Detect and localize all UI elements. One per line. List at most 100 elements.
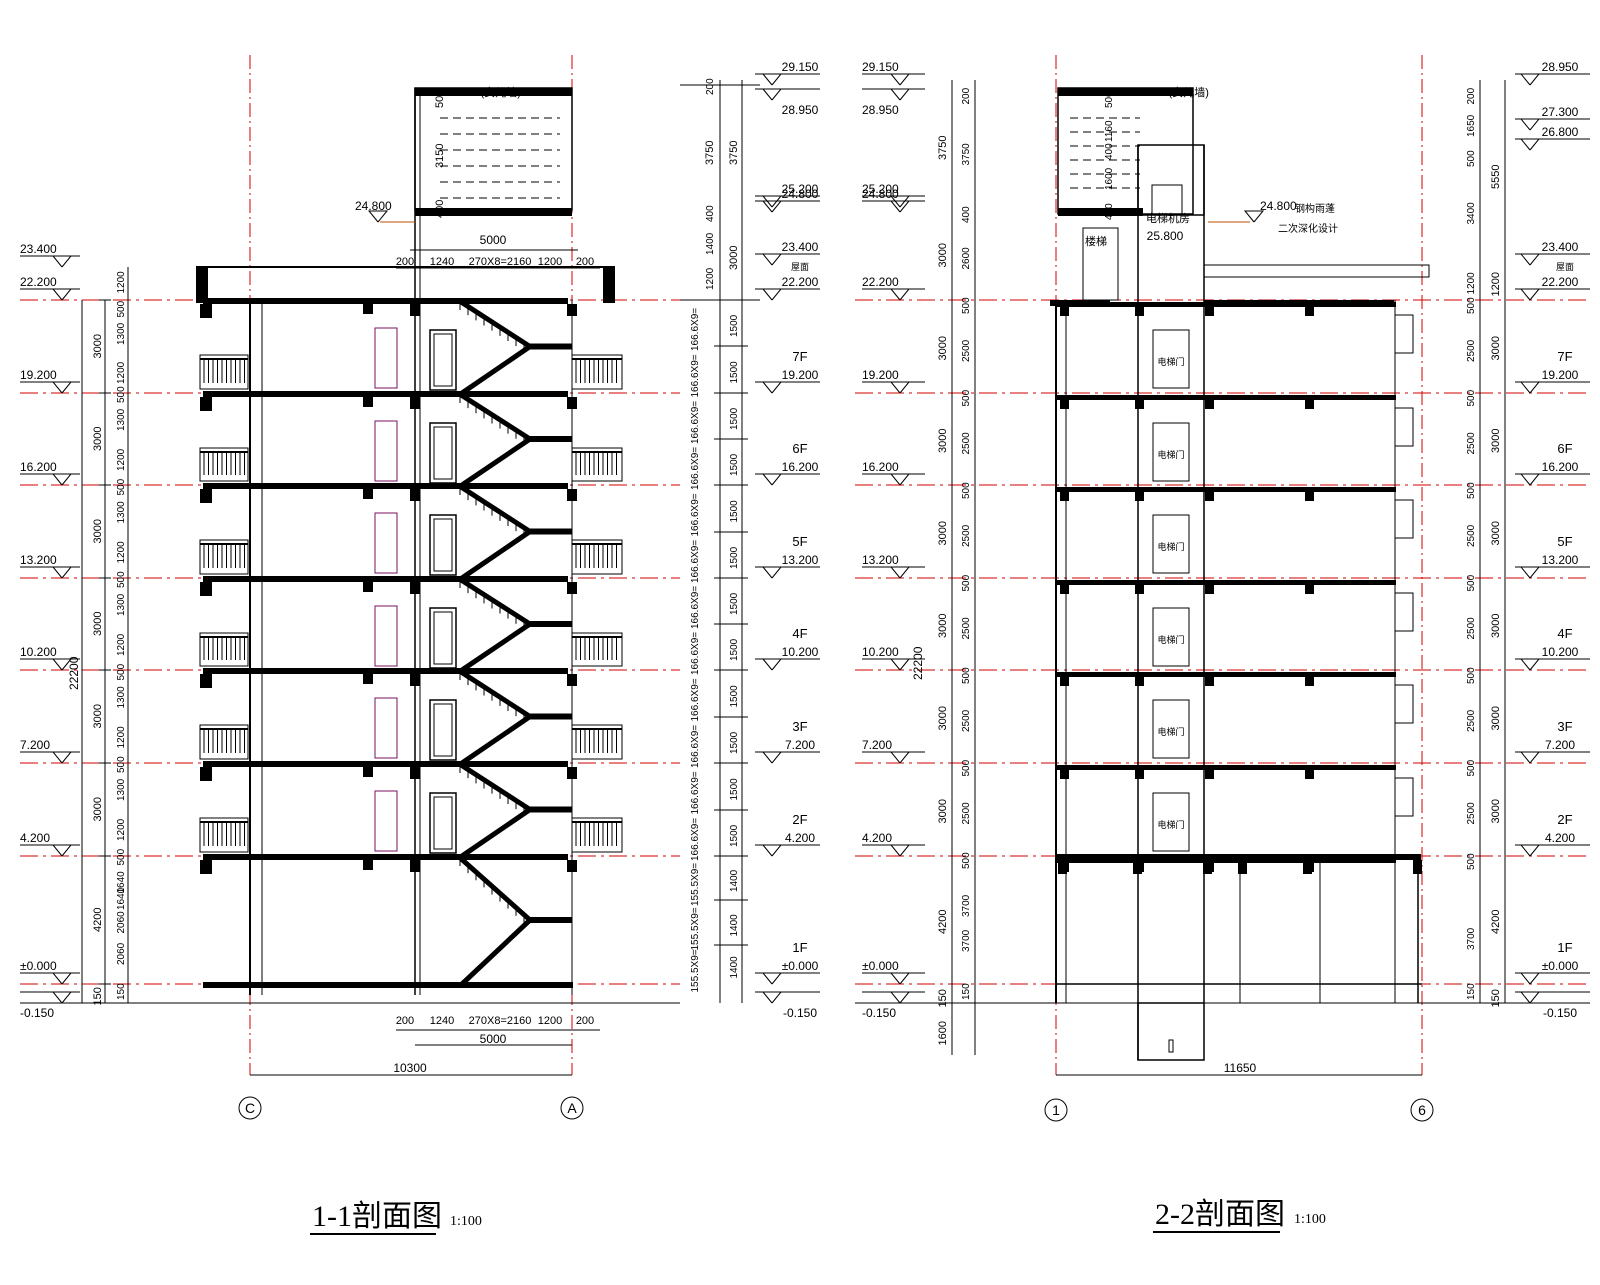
level-text-501: ±0.000 [782,959,819,973]
dim-text-416: 3750 [728,141,740,165]
entry-door-inner-135 [433,518,453,572]
stair-landing-271 [530,713,572,720]
dim-text-448: 166.6X9= [690,771,701,814]
level-mark-icon-545 [1243,210,1265,223]
level-mark-icon-642 [889,288,911,301]
grid-label-331: A [567,1100,577,1116]
dim-text-427: 166.6X9= [690,447,701,490]
level-mark-icon-654 [889,658,911,671]
dim-text-505: 屋面 [791,262,809,272]
dim-text-414: 1400 [705,232,716,255]
dim-text-460: 155.5X9= [690,949,701,992]
beam-mid-50 [363,860,373,870]
floor-slab-592 [1056,672,1396,677]
dim-text-368: 3000 [92,519,104,543]
dim-text-382: 1200 [116,271,127,294]
dim-text-313: 200 [396,256,414,268]
dim-text-683: 200 [961,87,972,104]
dim-text-688: 2500 [961,339,972,362]
unit-door-187 [374,697,398,759]
balcony-right-94 [571,447,623,482]
level-text-486: 16.200 [782,460,819,474]
beam-c-49 [200,860,212,874]
grid-label-627: 1 [1052,1102,1060,1118]
dim-text-724: 150 [1466,983,1477,1000]
beam-562 [1135,304,1144,316]
level-mark-icon-344 [51,566,73,579]
dim-text-681: 1600 [937,1021,949,1045]
dim-text-454: 155.5X9= [690,863,701,906]
dim-text-723: 3700 [1466,927,1477,950]
level-mark-icon-765 [1519,844,1541,857]
level-mark-icon-493 [761,751,783,764]
beam-c-39 [200,674,212,688]
level-text-638: 25.200 [862,182,899,196]
level-mark-icon-356 [51,972,73,985]
dim-text-679: 4200 [937,910,949,934]
floor-label-775: 7F [1557,349,1572,364]
dim-text-415: 1200 [705,267,716,290]
beam-c-24 [200,397,212,411]
entry-door-inner-162 [433,611,453,665]
level-text-483: 19.200 [782,368,819,382]
dim-text-325: 5000 [480,1032,507,1046]
level-text-343: 16.200 [20,460,57,474]
beam-stair-46 [410,767,420,779]
level-text-653: 13.200 [862,553,899,567]
side-window-591 [1394,592,1414,632]
dim-text-421: 166.6X9= [690,354,701,397]
level-text-641: 24.800 [862,187,899,201]
beam-stair-26 [410,397,420,409]
beam-564 [1305,304,1314,316]
beam-a-32 [567,489,577,501]
dim-text-708: 3400 [1466,202,1477,225]
dim-text-715: 2500 [1466,524,1477,547]
beam-617 [1238,860,1247,874]
elevator-door-573 [1152,422,1190,482]
dim-text-698: 2500 [961,802,972,825]
level-text-743: 26.800 [1542,125,1579,139]
dim-text-315: 270X8=2160 [469,256,532,268]
dim-text-720: 500 [1466,759,1477,776]
level-mark-icon-475 [761,253,783,266]
dim-text-425: 1500 [729,407,740,430]
dim-text-693: 500 [961,574,972,591]
level-text-471: 25.200 [782,182,819,196]
level-mark-icon-747 [1519,288,1541,301]
level-text-737: 28.950 [1542,60,1579,74]
dim-text-458: 1400 [729,914,740,937]
dim-text-714: 500 [1466,482,1477,499]
parapet-right-11 [603,267,615,303]
floor-label-512: 1F [792,940,807,955]
dim-text-411: 200 [705,78,716,95]
level-mark-icon-499 [761,972,783,985]
level-text-489: 13.200 [782,553,819,567]
beam-mid-45 [363,767,373,777]
level-mark-icon-645 [889,381,911,394]
dim-text-372: 3000 [92,704,104,728]
level-mark-icon-660 [889,844,911,857]
dim-text-391: 1200 [116,541,127,564]
beam-stair-51 [410,860,420,872]
level-text-504: -0.150 [783,1006,817,1020]
level-mark-icon-478 [761,288,783,301]
dim-text-419: 1500 [729,314,740,337]
dim-text-582: 电梯门 [1157,541,1184,552]
dim-text-722: 500 [1466,853,1477,870]
dim-text-674: 3000 [937,429,949,453]
beam-c-29 [200,489,212,503]
dim-text-449: 1500 [729,778,740,801]
dim-text-685: 400 [961,206,972,223]
dim-text-535: 1600 [1104,167,1115,190]
dim-text-691: 500 [961,482,972,499]
dim-text-396: 1300 [116,686,127,709]
dim-text-321: 270X8=2160 [469,1015,532,1027]
dim-text-729: 3000 [1490,521,1502,545]
balcony-right-175 [571,724,623,760]
dim-text-399: 1300 [116,778,127,801]
level-mark-icon-359 [51,991,73,1004]
dim-text-625: 11650 [1224,1061,1257,1075]
stair-flight-250 [456,575,535,673]
dim-text-322: 1200 [538,1015,562,1027]
dim-text-546: 钢构雨蓬 [1295,202,1335,215]
